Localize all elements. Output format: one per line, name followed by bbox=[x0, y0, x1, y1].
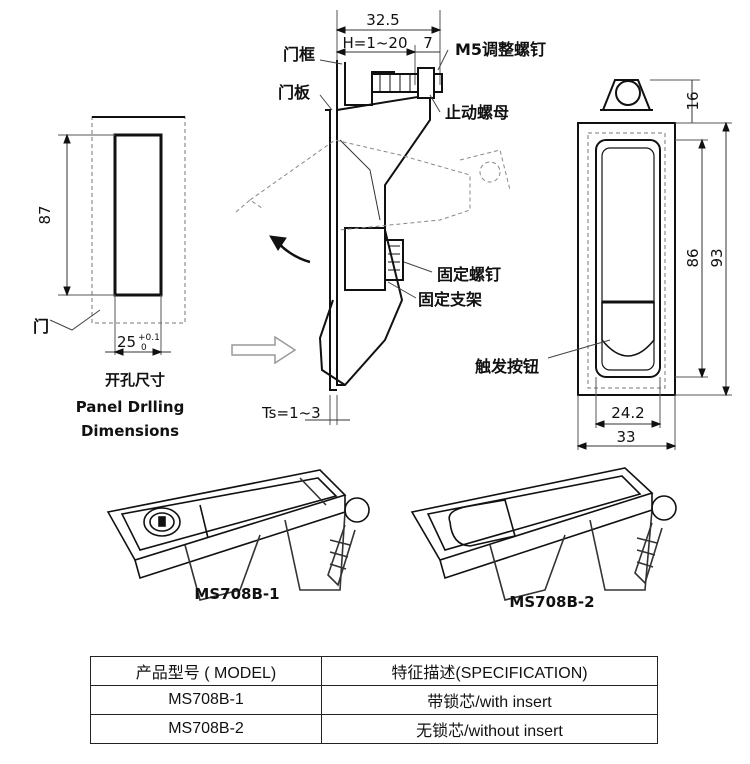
open-position-ghost bbox=[235, 139, 511, 231]
model-caption-2: MS708B-2 bbox=[509, 593, 594, 611]
adjust-screw-shape bbox=[371, 73, 443, 93]
rotate-arrow bbox=[276, 241, 311, 264]
fix-screw-shape bbox=[384, 239, 404, 281]
trigger-button-shape bbox=[601, 301, 655, 357]
table-row: MS708B-1 带锁芯/with insert bbox=[90, 685, 658, 715]
dim-87: 87 bbox=[36, 205, 54, 224]
front-view bbox=[547, 79, 732, 450]
fix-bracket-label: 固定支架 bbox=[418, 290, 482, 309]
dim-ts: Ts=1~3 bbox=[261, 404, 321, 422]
row-spec: 带锁芯/with insert bbox=[321, 685, 658, 715]
tol-minus: 0 bbox=[141, 343, 147, 353]
dim-7: 7 bbox=[423, 34, 433, 52]
dim-24-2: 24.2 bbox=[611, 404, 644, 422]
fix-screw-label: 固定螺钉 bbox=[437, 265, 501, 284]
dim-16: 16 bbox=[684, 91, 702, 110]
door-leader bbox=[49, 309, 101, 331]
stop-nut-label: 止动螺母 bbox=[445, 103, 509, 122]
door-frame-label: 门框 bbox=[283, 45, 315, 64]
dim-h-range: H=1~20 bbox=[342, 34, 407, 52]
model-caption-1: MS708B-1 bbox=[194, 585, 279, 603]
front-handle bbox=[595, 139, 661, 378]
door-panel-label: 门板 bbox=[278, 83, 311, 102]
door-panel bbox=[325, 109, 337, 391]
row-spec: 无锁芯/without insert bbox=[321, 714, 658, 744]
technical-drawing: 87 25 +0.1 0 门 开孔尺寸 Panel Drlling Dimens… bbox=[33, 10, 732, 611]
front-outer-frame bbox=[577, 122, 676, 396]
dim-25: 25 bbox=[117, 333, 136, 351]
stop-nut-shape bbox=[417, 67, 435, 99]
row-model: MS708B-2 bbox=[90, 714, 322, 744]
cutout-title-cn: 开孔尺寸 bbox=[105, 371, 165, 389]
cutout-title-en-2: Dimensions bbox=[81, 422, 179, 440]
clamp-bracket bbox=[344, 62, 395, 106]
product-illustration-1 bbox=[106, 469, 370, 601]
tol-plus: +0.1 bbox=[138, 333, 160, 343]
adjust-screw-label: M5调整螺钉 bbox=[455, 40, 546, 59]
header-model: 产品型号 ( MODEL) bbox=[90, 656, 322, 686]
fix-bracket-shape bbox=[344, 227, 386, 291]
dim-33: 33 bbox=[616, 428, 635, 446]
dim-32-5: 32.5 bbox=[366, 11, 399, 29]
cutout-view bbox=[49, 116, 186, 356]
cutout-rect bbox=[113, 133, 163, 297]
table-header-row: 产品型号 ( MODEL) 特征描述(SPECIFICATION) bbox=[90, 656, 658, 686]
front-inner-dashed bbox=[587, 132, 666, 389]
side-view bbox=[235, 10, 511, 425]
door-label: 门 bbox=[33, 317, 49, 336]
cutout-title-en-1: Panel Drlling bbox=[76, 398, 185, 416]
spec-table: 产品型号 ( MODEL) 特征描述(SPECIFICATION) MS708B… bbox=[90, 656, 658, 744]
table-row: MS708B-2 无锁芯/without insert bbox=[90, 714, 658, 744]
row-model: MS708B-1 bbox=[90, 685, 322, 715]
trigger-leader bbox=[547, 339, 611, 359]
dim-86: 86 bbox=[684, 248, 702, 267]
trigger-pad bbox=[448, 499, 516, 547]
trigger-button-label: 触发按钮 bbox=[474, 357, 539, 376]
door-outline bbox=[91, 116, 186, 324]
lock-insert-icon bbox=[143, 507, 181, 537]
header-spec: 特征描述(SPECIFICATION) bbox=[321, 656, 658, 686]
product-illustration-2 bbox=[410, 467, 677, 601]
process-arrow bbox=[231, 335, 297, 365]
dim-93: 93 bbox=[708, 248, 726, 267]
